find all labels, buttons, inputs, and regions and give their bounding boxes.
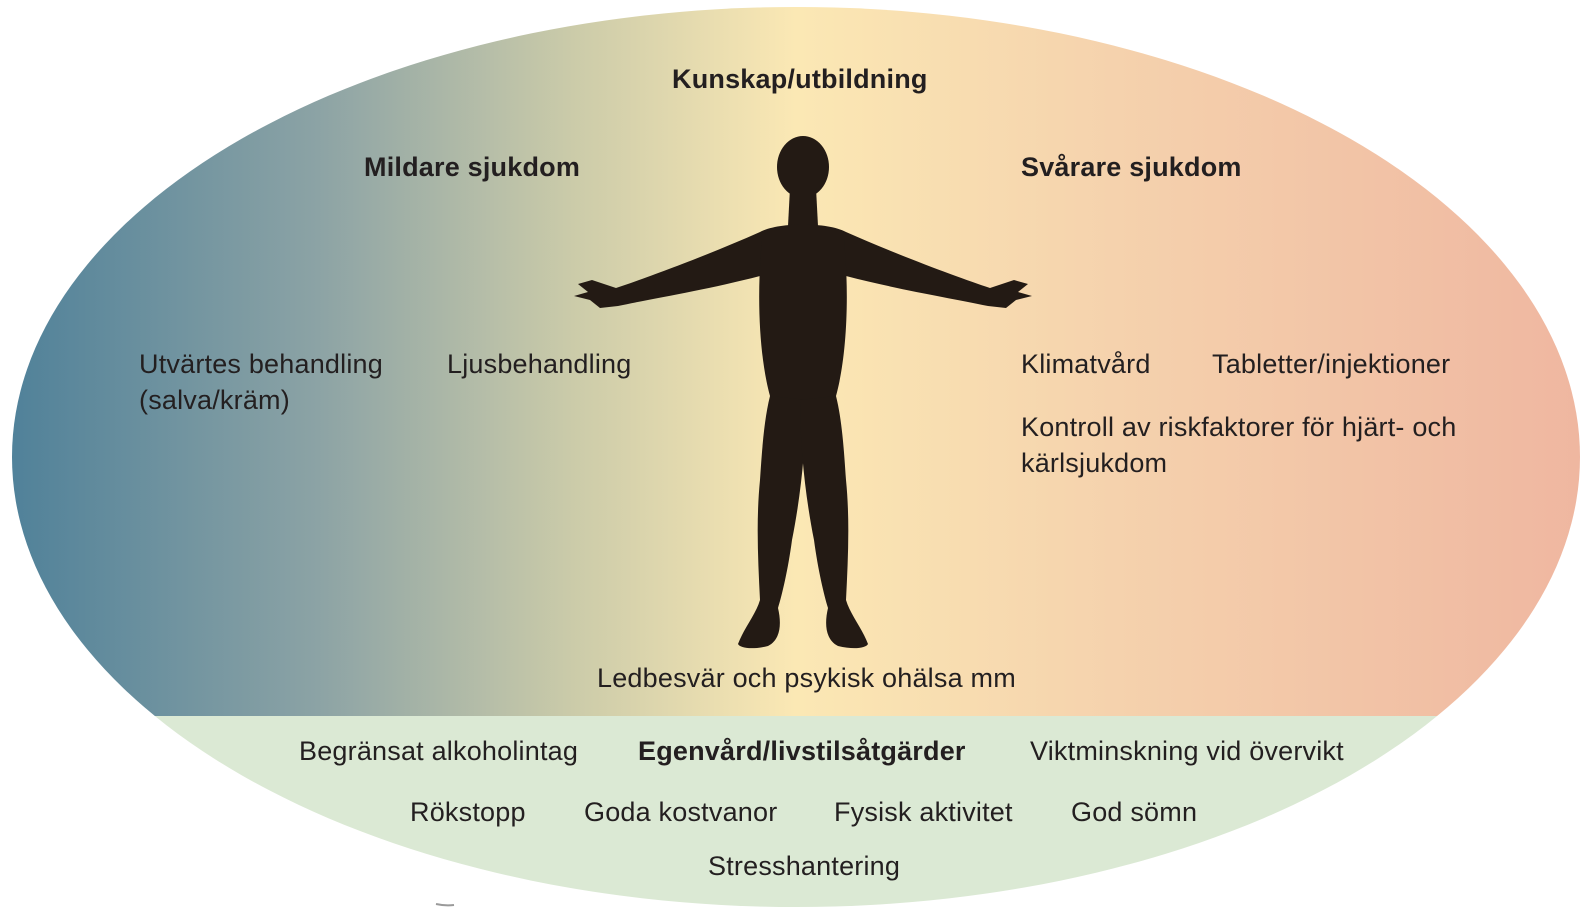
ground-mark (436, 904, 454, 905)
risk-factor-control-line2: kärlsjukdom (1021, 445, 1167, 481)
weight-loss-label: Viktminskning vid övervikt (1030, 733, 1344, 769)
physical-activity-label: Fysisk aktivitet (834, 794, 1013, 830)
severe-disease-heading: Svårare sjukdom (1021, 149, 1242, 185)
topical-treatment-label-line2: (salva/kräm) (139, 382, 290, 418)
comorbidities-label: Ledbesvär och psykisk ohälsa mm (597, 660, 1016, 696)
knowledge-label: Kunskap/utbildning (672, 61, 928, 97)
tablets-injections-label: Tabletter/injektioner (1212, 346, 1450, 382)
risk-factor-control-line1: Kontroll av riskfaktorer för hjärt- och (1021, 409, 1456, 445)
light-therapy-label: Ljusbehandling (447, 346, 631, 382)
smoking-cessation-label: Rökstopp (410, 794, 526, 830)
climate-therapy-label: Klimatvård (1021, 346, 1151, 382)
self-care-heading: Egenvård/livstilsåtgärder (638, 733, 966, 769)
topical-treatment-label-line1: Utvärtes behandling (139, 346, 383, 382)
mild-disease-heading: Mildare sjukdom (364, 149, 580, 185)
stress-management-label: Stresshantering (708, 848, 900, 884)
good-sleep-label: God sömn (1071, 794, 1197, 830)
good-diet-label: Goda kostvanor (584, 794, 777, 830)
limited-alcohol-label: Begränsat alkoholintag (299, 733, 578, 769)
